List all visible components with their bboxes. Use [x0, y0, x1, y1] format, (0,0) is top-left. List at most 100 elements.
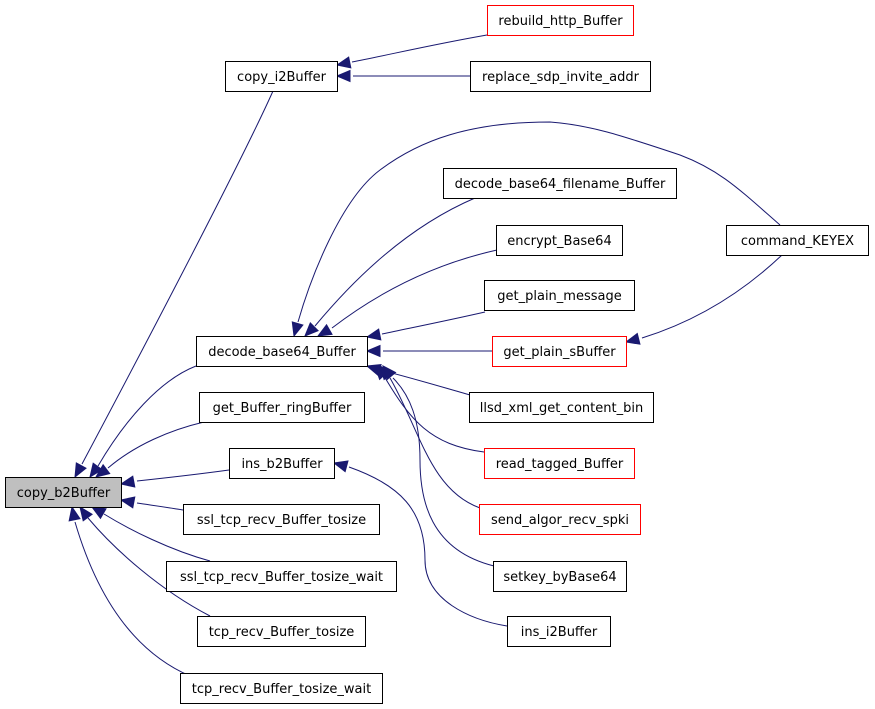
edge-copy_i2Buffer-to-rebuild_http_Buffer	[335, 34, 488, 69]
edge-line	[351, 34, 488, 63]
node-box[interactable]	[199, 392, 365, 423]
node-read_tagged_Buffer[interactable]: read_tagged_Buffer	[484, 448, 635, 479]
node-box[interactable]	[470, 61, 651, 92]
node-get_plain_sBuffer[interactable]: get_plain_sBuffer	[492, 336, 627, 367]
node-ssl_tcp_recv_Buffer_tosize[interactable]: ssl_tcp_recv_Buffer_tosize	[183, 504, 380, 535]
arrowhead-icon	[365, 344, 381, 358]
edge-copy_b2Buffer-to-copy_i2Buffer	[74, 90, 274, 479]
node-box[interactable]	[484, 280, 635, 311]
edge-line	[107, 421, 205, 469]
node-box[interactable]	[229, 448, 335, 479]
node-ins_i2Buffer[interactable]: ins_i2Buffer	[507, 616, 611, 647]
arrowhead-icon	[304, 322, 319, 337]
edge-line	[87, 517, 211, 617]
node-label: copy_b2Buffer	[17, 486, 111, 501]
arrowhead-icon	[316, 323, 333, 337]
node-label: llsd_xml_get_content_bin	[480, 401, 643, 416]
node-box[interactable]	[479, 504, 641, 535]
node-label: tcp_recv_Buffer_tosize	[209, 625, 355, 640]
node-get_plain_message[interactable]: get_plain_message	[484, 280, 635, 311]
edge-copy_b2Buffer-to-tcp_recv_Buffer_tosize_wait	[68, 505, 191, 677]
edge-decode_base64_Buffer-to-command_KEYEX	[291, 121, 781, 338]
node-label: setkey_byBase64	[503, 570, 616, 585]
node-ins_b2Buffer[interactable]: ins_b2Buffer	[229, 448, 335, 479]
edge-line	[97, 365, 197, 467]
node-llsd_xml_get_content_bin[interactable]: llsd_xml_get_content_bin	[469, 392, 654, 423]
node-label: decode_base64_Buffer	[208, 345, 356, 360]
node-label: get_Buffer_ringBuffer	[213, 401, 352, 416]
node-label: decode_base64_filename_Buffer	[455, 177, 666, 192]
edge-line	[136, 502, 184, 511]
edge-decode_base64_Buffer-to-send_algor_recv_spki	[379, 365, 481, 509]
arrowhead-icon	[624, 332, 641, 345]
node-label: read_tagged_Buffer	[496, 457, 624, 472]
node-tcp_recv_Buffer_tosize[interactable]: tcp_recv_Buffer_tosize	[197, 616, 366, 647]
arrowhead-icon	[89, 462, 103, 479]
node-encrypt_Base64[interactable]: encrypt_Base64	[496, 225, 623, 256]
arrowhead-icon	[335, 56, 352, 69]
node-send_algor_recv_spki[interactable]: send_algor_recv_spki	[479, 504, 641, 535]
edge-line	[81, 90, 274, 465]
edge-line	[389, 377, 481, 509]
node-label: rebuild_http_Buffer	[498, 14, 623, 29]
node-label: tcp_recv_Buffer_tosize_wait	[192, 682, 371, 697]
node-box[interactable]	[469, 392, 654, 423]
node-label: get_plain_message	[497, 289, 621, 304]
edge-decode_base64_Buffer-to-get_plain_sBuffer	[365, 344, 492, 358]
node-label: encrypt_Base64	[507, 234, 611, 249]
node-box[interactable]	[180, 673, 383, 704]
node-label: replace_sdp_invite_addr	[482, 70, 640, 85]
edge-decode_base64_Buffer-to-setkey_byBase64	[382, 365, 495, 567]
edge-line	[381, 311, 486, 335]
edge-copy_b2Buffer-to-decode_base64_Buffer	[89, 365, 197, 479]
node-box[interactable]	[183, 504, 380, 535]
node-get_Buffer_ringBuffer[interactable]: get_Buffer_ringBuffer	[199, 392, 365, 423]
node-box[interactable]	[507, 616, 611, 647]
edge-copy_b2Buffer-to-tcp_recv_Buffer_tosize	[79, 505, 211, 617]
node-copy_b2Buffer[interactable]: copy_b2Buffer	[5, 477, 122, 508]
node-label: ssl_tcp_recv_Buffer_tosize	[197, 513, 366, 528]
edges-layer	[68, 34, 783, 677]
node-box[interactable]	[5, 477, 122, 508]
edge-copy_b2Buffer-to-ins_b2Buffer	[119, 469, 230, 488]
arrowhead-icon	[79, 505, 93, 522]
edge-copy_b2Buffer-to-get_Buffer_ringBuffer	[94, 421, 205, 478]
node-label: command_KEYEX	[741, 234, 854, 249]
node-box[interactable]	[487, 5, 634, 36]
arrowhead-icon	[382, 365, 397, 381]
arrowhead-icon	[119, 475, 136, 488]
edge-line	[297, 121, 781, 323]
edge-line	[348, 466, 508, 627]
node-box[interactable]	[225, 61, 338, 92]
node-box[interactable]	[493, 561, 627, 592]
node-box[interactable]	[197, 616, 366, 647]
edge-line	[331, 249, 498, 329]
node-copy_i2Buffer[interactable]: copy_i2Buffer	[225, 61, 338, 92]
edge-line	[314, 197, 476, 327]
node-box[interactable]	[443, 168, 677, 199]
node-box[interactable]	[166, 561, 397, 592]
node-box[interactable]	[726, 225, 869, 256]
edge-ins_b2Buffer-to-ins_i2Buffer	[332, 460, 508, 627]
node-setkey_byBase64[interactable]: setkey_byBase64	[493, 561, 627, 592]
node-rebuild_http_Buffer[interactable]: rebuild_http_Buffer	[487, 5, 634, 36]
node-box[interactable]	[484, 448, 635, 479]
node-ssl_tcp_recv_Buffer_tosize_wait[interactable]: ssl_tcp_recv_Buffer_tosize_wait	[166, 561, 397, 592]
arrowhead-icon	[119, 496, 136, 509]
arrowhead-icon	[68, 505, 81, 522]
node-box[interactable]	[496, 225, 623, 256]
node-label: ins_b2Buffer	[241, 457, 323, 472]
arrowhead-icon	[94, 463, 111, 478]
node-command_KEYEX[interactable]: command_KEYEX	[726, 225, 869, 256]
node-tcp_recv_Buffer_tosize_wait[interactable]: tcp_recv_Buffer_tosize_wait	[180, 673, 383, 704]
node-label: get_plain_sBuffer	[503, 345, 616, 360]
node-box[interactable]	[196, 336, 368, 367]
node-box[interactable]	[492, 336, 627, 367]
node-label: ssl_tcp_recv_Buffer_tosize_wait	[180, 570, 383, 585]
edge-line	[103, 513, 211, 562]
node-decode_base64_filename_Buffer[interactable]: decode_base64_filename_Buffer	[443, 168, 677, 199]
node-replace_sdp_invite_addr[interactable]: replace_sdp_invite_addr	[470, 61, 651, 92]
node-label: ins_i2Buffer	[521, 625, 598, 640]
node-decode_base64_Buffer[interactable]: decode_base64_Buffer	[196, 336, 368, 367]
